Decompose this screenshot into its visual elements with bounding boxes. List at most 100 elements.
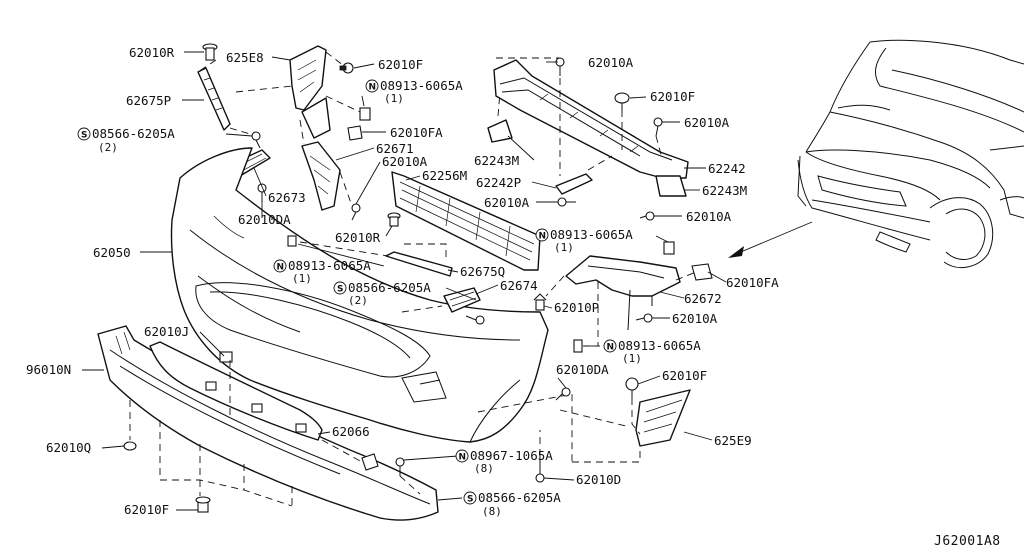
callout-08967: N 08967-1065A (8)	[455, 448, 553, 475]
callout-labels: 62010R 625E8 62010F N 08913-6065A (1) 62…	[26, 45, 1000, 549]
callout-62242: 62242	[708, 161, 746, 176]
shroud-625e8-shape	[289, 45, 327, 111]
clip-62010p-icon	[533, 293, 547, 311]
clip-62010f-lower-icon	[625, 377, 639, 398]
fascia-outline-shape	[170, 147, 549, 443]
bracket-62243m-right-shape	[655, 175, 687, 197]
bolt-62010a-right2-icon	[639, 211, 655, 221]
callout-62010f-d: 62010F	[124, 502, 169, 517]
clip-62010r-icon	[202, 43, 218, 61]
callout-08913-b: N 08913-6065A (1)	[273, 258, 371, 285]
callout-625e8: 625E8	[226, 50, 264, 65]
callout-625e9: 625E9	[714, 433, 752, 448]
callout-62675q: 62675Q	[460, 264, 505, 279]
bolt-62010a-top-icon	[555, 57, 565, 76]
callout-08913-c: N 08913-6065A (1)	[535, 227, 633, 254]
svg-text:S: S	[81, 131, 87, 141]
svg-text:08566-6205A: 08566-6205A	[92, 126, 175, 141]
svg-text:08913-6065A: 08913-6065A	[550, 227, 633, 242]
callout-08566-b: S 08566-6205A (2)	[333, 280, 431, 307]
screw-62010da-lower-icon	[555, 387, 571, 401]
callout-62243m-a: 62243M	[474, 153, 519, 168]
svg-text:(1): (1)	[384, 92, 404, 105]
clip-62010f-icon	[339, 62, 354, 74]
svg-text:S: S	[337, 285, 343, 295]
callout-62010a-e: 62010A	[686, 209, 732, 224]
clip-62010r-center-icon	[387, 212, 401, 227]
svg-text:(2): (2)	[98, 141, 118, 154]
callout-62242p: 62242P	[476, 175, 521, 190]
bracket-62672-shape	[565, 255, 681, 297]
callout-62050: 62050	[93, 245, 131, 260]
svg-text:(1): (1)	[622, 352, 642, 365]
svg-text:N: N	[369, 83, 377, 93]
callout-62675p: 62675P	[126, 93, 171, 108]
callout-62010da-b: 62010DA	[556, 362, 609, 377]
callout-08913-d: N 08913-6065A (1)	[603, 338, 701, 365]
bolt-62010a-lower-icon	[635, 313, 653, 323]
screw-62010da-icon	[257, 183, 267, 202]
lower-spoiler-group	[97, 325, 439, 521]
svg-text:08913-6065A: 08913-6065A	[288, 258, 371, 273]
callout-62010f-b: 62010F	[650, 89, 695, 104]
bracket-62671-shape	[301, 141, 341, 211]
bracket-62242p-shape	[555, 173, 593, 195]
svg-text:08566-6205A: 08566-6205A	[478, 490, 561, 505]
callout-08566-c: S 08566-6205A (8)	[463, 490, 561, 518]
svg-text:N: N	[539, 232, 547, 242]
callout-62673: 62673	[268, 190, 306, 205]
beam-62242-shape	[493, 59, 689, 179]
callout-62672: 62672	[684, 291, 722, 306]
callout-62010a-f: 62010A	[672, 311, 718, 326]
callout-62010a-a: 62010A	[382, 154, 428, 169]
leader-lines	[82, 51, 727, 511]
cover-625e9-shape	[635, 389, 691, 447]
svg-text:08566-6205A: 08566-6205A	[348, 280, 431, 295]
svg-text:08913-6065A: 08913-6065A	[618, 338, 701, 353]
callout-62010q: 62010Q	[46, 440, 91, 455]
callout-62010a-d: 62010A	[484, 195, 530, 210]
screw-08967-icon	[361, 453, 405, 476]
callout-62010a-c: 62010A	[684, 115, 730, 130]
callout-62243m-b: 62243M	[702, 183, 747, 198]
svg-text:(2): (2)	[348, 294, 368, 307]
svg-text:N: N	[607, 343, 615, 353]
screw-08566-icon	[251, 131, 261, 149]
bracket-62675q-shape	[385, 251, 453, 277]
callout-62674: 62674	[500, 278, 538, 293]
callout-62010d: 62010D	[576, 472, 621, 487]
bumper-fascia-62050	[170, 147, 549, 443]
nut-plate-icon	[359, 107, 371, 121]
bolt-62010a-icon	[351, 203, 361, 221]
svg-text:08967-1065A: 08967-1065A	[470, 448, 553, 463]
mesh-62256m-shape	[391, 171, 541, 271]
svg-text:N: N	[277, 263, 285, 273]
bracket-62243m-left-shape	[487, 119, 513, 143]
callout-62010j: 62010J	[144, 324, 189, 339]
svg-text:08913-6065A: 08913-6065A	[380, 78, 463, 93]
screw-08566-center-icon	[465, 315, 485, 325]
svg-text:(1): (1)	[554, 241, 574, 254]
svg-text:(8): (8)	[482, 505, 502, 518]
svg-text:S: S	[467, 495, 473, 505]
callout-62010f-c: 62010F	[662, 368, 707, 383]
svg-text:(1): (1)	[292, 272, 312, 285]
callout-62256m: 62256M	[422, 168, 467, 183]
svg-text:(8): (8)	[474, 462, 494, 475]
callout-62066: 62066	[332, 424, 370, 439]
callout-62010fa-a: 62010FA	[390, 125, 443, 140]
clip-62010fa-icon	[347, 125, 363, 141]
retainer-62010j-icon	[219, 351, 233, 363]
callout-96010n: 96010N	[26, 362, 71, 377]
clip-62010f-bottom-icon	[195, 496, 211, 513]
callout-62671: 62671	[376, 141, 414, 156]
clip-62010q-icon	[123, 441, 137, 451]
bolt-62010a-right-icon	[653, 117, 663, 137]
callout-62010f: 62010F	[378, 57, 423, 72]
svg-text:N: N	[459, 453, 467, 463]
center-grille-group	[287, 171, 547, 325]
callout-62010da-a: 62010DA	[238, 212, 291, 227]
callout-62010a-b: 62010A	[588, 55, 634, 70]
reinforcement-62066-shape	[149, 341, 323, 441]
